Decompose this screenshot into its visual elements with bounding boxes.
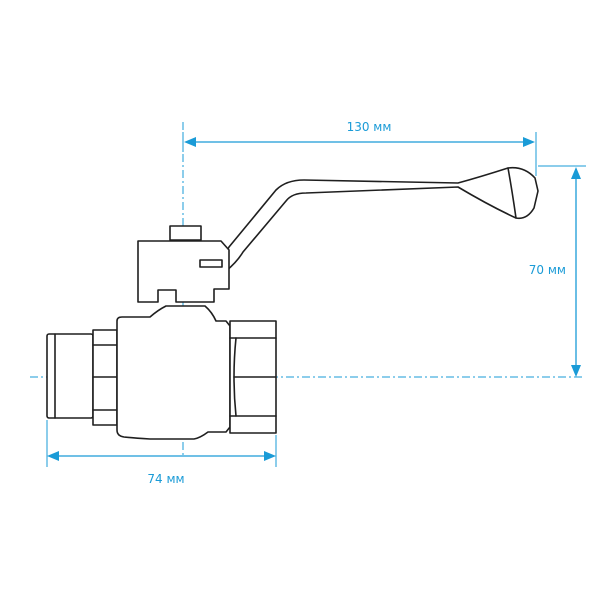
dimension-height: 70 мм <box>529 165 586 377</box>
handle-lever <box>218 166 539 272</box>
dimension-body: 74 мм <box>46 420 277 486</box>
valve-body <box>116 305 231 440</box>
length-arrow-left <box>184 137 196 147</box>
dimension-length: 130 мм <box>182 120 537 176</box>
valve-outline <box>46 166 539 440</box>
height-label: 70 мм <box>529 263 566 277</box>
height-arrow-bottom <box>571 365 581 377</box>
stop-tab <box>199 259 223 268</box>
body-arrow-left <box>47 451 59 461</box>
male-thread-end <box>46 333 94 419</box>
handle-grip-seam <box>507 167 517 219</box>
body-arrow-right <box>264 451 276 461</box>
stem-nut <box>169 225 202 241</box>
length-label: 130 мм <box>347 120 392 134</box>
height-arrow-top <box>571 167 581 179</box>
body-label: 74 мм <box>147 472 184 486</box>
length-arrow-right <box>523 137 535 147</box>
right-hex-chamfer <box>233 337 237 417</box>
bonnet <box>137 240 230 303</box>
